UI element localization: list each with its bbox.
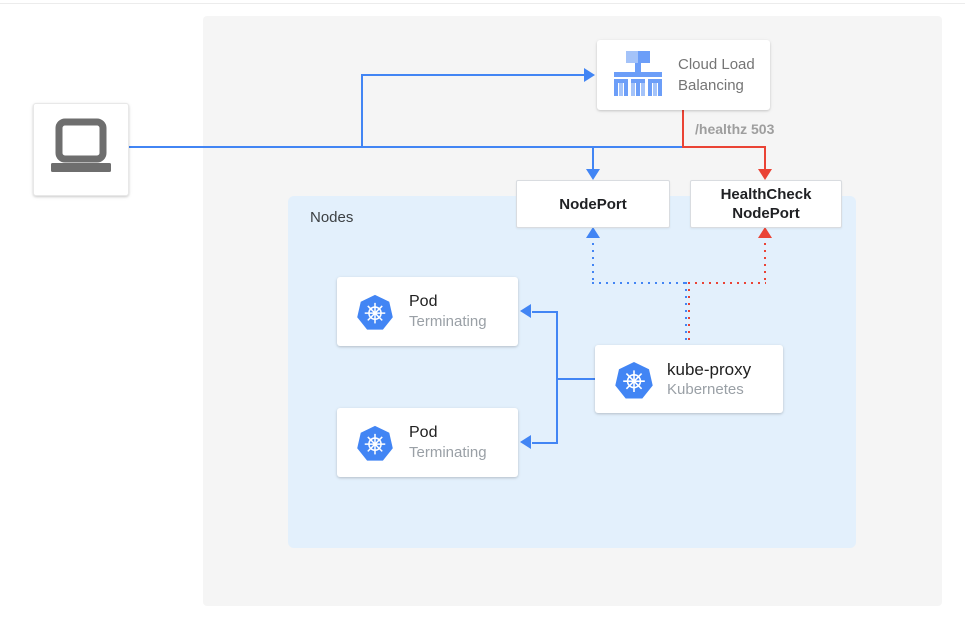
nodeport-label: NodePort xyxy=(559,195,627,213)
client-to-lb-line xyxy=(361,74,585,76)
client-traffic-line xyxy=(127,146,683,148)
healthz-to-healthcheck-line xyxy=(764,146,766,171)
pod-status: Terminating xyxy=(409,444,487,461)
arrowhead-into-nodeport-bottom xyxy=(586,227,600,238)
healthz-line xyxy=(682,110,684,148)
kube-proxy-dotted-line-blue xyxy=(685,282,687,345)
pod-card-2: Pod Terminating xyxy=(337,408,518,477)
healthz-line xyxy=(682,146,766,148)
pod-status: Terminating xyxy=(409,313,487,330)
cloud-load-balancing-card: Cloud Load Balancing xyxy=(597,40,770,110)
kube-proxy-dotted-line-red xyxy=(688,282,690,345)
pod-title: Pod xyxy=(409,424,438,441)
kube-proxy-to-pods-line xyxy=(556,311,558,444)
arrowhead-into-load-balancer xyxy=(584,68,595,82)
kubernetes-icon xyxy=(356,293,394,331)
kube-proxy-to-healthcheck-dotted xyxy=(688,282,766,284)
lb-to-nodeport-line xyxy=(592,146,594,171)
top-divider xyxy=(0,3,965,4)
arrowhead-into-nodeport xyxy=(586,169,600,180)
cloud-load-balancing-icon xyxy=(610,50,666,100)
laptop-icon xyxy=(47,118,115,181)
kube-proxy-card: kube-proxy Kubernetes xyxy=(595,345,783,413)
client-traffic-line xyxy=(361,74,363,148)
nodeport-card: NodePort xyxy=(516,180,670,228)
kube-proxy-subtitle: Kubernetes xyxy=(667,380,744,398)
cloud-load-balancing-label: Cloud Load Balancing xyxy=(678,56,755,94)
kubernetes-icon xyxy=(356,424,394,462)
arrowhead-into-pod-2 xyxy=(520,435,531,449)
client-card xyxy=(33,103,129,196)
kubernetes-icon xyxy=(614,360,653,399)
arrowhead-into-healthcheck-bottom xyxy=(758,227,772,238)
kube-proxy-to-nodeport-dotted xyxy=(592,236,594,283)
pod-card-1: Pod Terminating xyxy=(337,277,518,346)
pod-title: Pod xyxy=(409,293,438,310)
arrowhead-into-pod-1 xyxy=(520,304,531,318)
nodes-label: Nodes xyxy=(310,209,354,226)
arrowhead-into-healthcheck-nodeport xyxy=(758,169,772,180)
kube-proxy-to-pods-line xyxy=(557,378,595,380)
kube-proxy-to-healthcheck-dotted xyxy=(764,236,766,283)
kube-proxy-to-nodeport-dotted xyxy=(592,282,686,284)
healthcheck-nodeport-label-line1: HealthCheck xyxy=(720,186,812,203)
line-into-pod-1 xyxy=(532,311,557,313)
healthcheck-nodeport-card: HealthCheck NodePort xyxy=(690,180,842,228)
healthcheck-nodeport-label-line2: NodePort xyxy=(732,205,800,222)
line-into-pod-2 xyxy=(532,442,557,444)
healthz-503-label: /healthz 503 xyxy=(695,121,775,137)
kube-proxy-title: kube-proxy xyxy=(667,359,752,379)
